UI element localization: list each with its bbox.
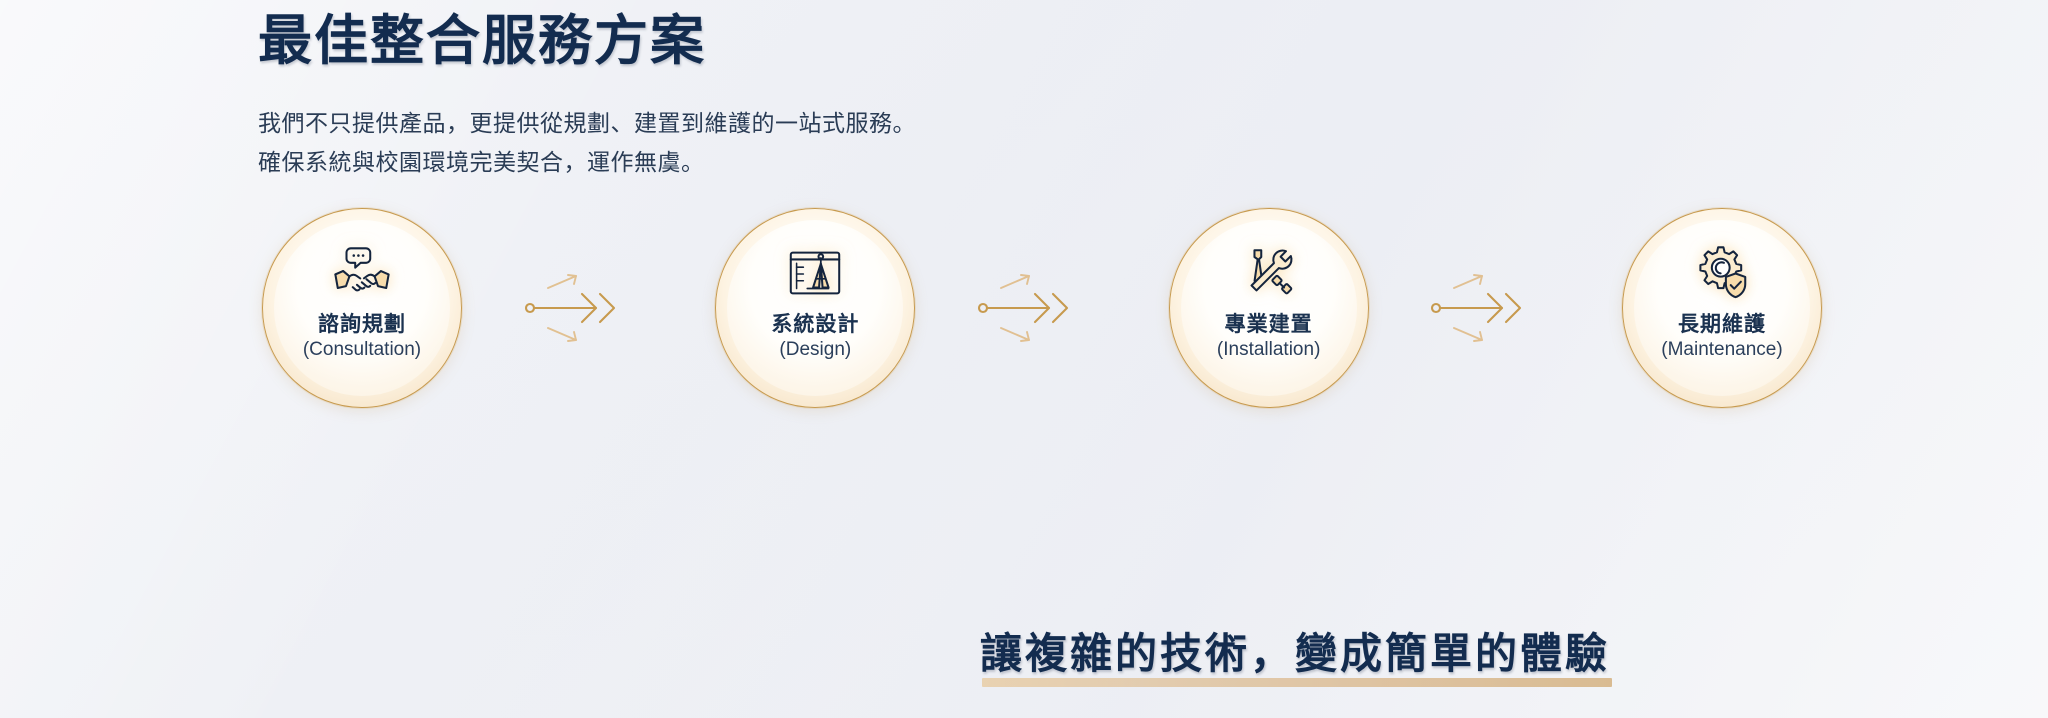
subtitle-block: 我們不只提供產品，更提供從規劃、建置到維護的一站式服務。 確保系統與校園環境完美… [258, 104, 1358, 182]
step-content: 長期維護 (Maintenance) [1622, 208, 1822, 408]
step-inner-disc [1180, 220, 1357, 396]
step-content: 專業建置 (Installation) [1169, 208, 1369, 408]
step-label-en: (Installation) [1216, 339, 1321, 361]
subtitle-line-1: 我們不只提供產品，更提供從規劃、建置到維護的一站式服務。 [258, 109, 916, 136]
step-content: 系統設計 (Design) [715, 208, 915, 408]
subtitle-line-2: 確保系統與校園環境完美契合，運作無虞。 [258, 148, 705, 175]
double-chevron-arrow-icon [524, 274, 615, 342]
step-connector-3 [1369, 268, 1622, 348]
double-chevron-arrow-icon [977, 274, 1069, 342]
step-label-en: (Maintenance) [1661, 339, 1783, 361]
step-label-zh: 長期維護 [1677, 313, 1766, 336]
process-step-installation[interactable]: 專業建置 (Installation) [1168, 208, 1369, 408]
double-chevron-arrow-icon [1431, 274, 1522, 342]
step-inner-disc [274, 220, 450, 396]
process-step-design[interactable]: 系統設計 (Design) [715, 208, 916, 408]
heading-block: 最佳整合服務方案 我們不只提供產品，更提供從規劃、建置到維護的一站式服務。 確保… [258, 8, 1358, 182]
step-connector-2 [915, 268, 1168, 348]
step-label-zh: 專業建置 [1224, 313, 1313, 336]
step-inner-disc [727, 220, 904, 396]
step-label-zh: 系統設計 [771, 313, 860, 336]
wrench-screwdriver-tools-icon [1250, 249, 1293, 295]
blueprint-compass-icon [790, 251, 841, 295]
step-label-en: (Consultation) [302, 339, 422, 361]
page-title: 最佳整合服務方案 [258, 11, 706, 71]
process-step-consultation[interactable]: 諮詢規劃 (Consultation) [262, 208, 462, 408]
step-label-en: (Design) [779, 339, 852, 361]
tagline-block: 讓複雜的技術，變成簡單的體驗 [980, 620, 1612, 687]
tagline-text: 讓複雜的技術，變成簡單的體驗 [980, 630, 1611, 677]
step-content: 諮詢規劃 (Consultation) [262, 208, 462, 408]
step-connector-1 [462, 268, 715, 348]
gear-shield-check-icon [1699, 246, 1747, 299]
step-label-zh: 諮詢規劃 [318, 313, 406, 336]
process-steps-row: 諮詢規劃 (Consultation) [262, 208, 1822, 408]
handshake-speech-bubble-icon [334, 247, 390, 292]
process-step-maintenance[interactable]: 長期維護 (Maintenance) [1621, 208, 1822, 408]
